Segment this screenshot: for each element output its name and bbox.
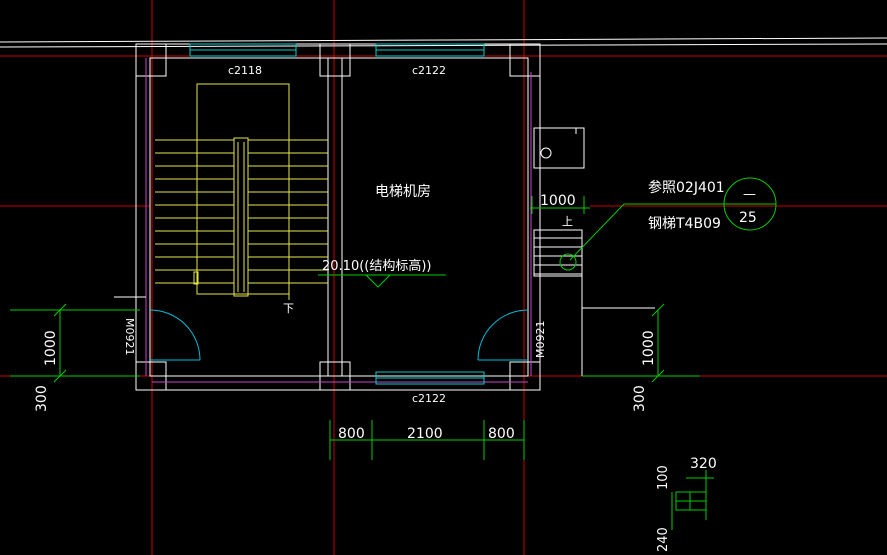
inner-wall <box>149 57 529 377</box>
detail-top: — <box>743 187 756 202</box>
dim-detail-width: 320 <box>690 456 717 472</box>
ladder-mark <box>559 253 577 271</box>
dim-right-height: 1000 <box>641 330 657 366</box>
door-left-swing <box>149 309 201 361</box>
top-outline <box>0 37 887 48</box>
dim-right-offset: 300 <box>632 385 648 412</box>
elevation-label: 20.10((结构标高)) <box>322 258 432 274</box>
column-bm <box>319 361 351 391</box>
ladder-outline <box>533 229 583 277</box>
dim-left-offset: 300 <box>34 385 50 412</box>
column-tr <box>509 43 541 77</box>
interior-lines <box>145 58 532 383</box>
stair-marker <box>193 271 199 285</box>
stair-well <box>233 137 249 297</box>
dim-seg-left: 800 <box>338 426 365 442</box>
dim-left-height: 1000 <box>43 330 59 366</box>
right-annex <box>114 127 655 376</box>
column-tm <box>319 43 351 77</box>
equipment-circle <box>540 147 552 159</box>
walls <box>135 43 541 391</box>
dim-ladder-width: 1000 <box>540 193 576 209</box>
stair-landing <box>196 83 290 295</box>
column-tl <box>135 43 167 77</box>
dimension-lines <box>10 196 714 530</box>
ref-line1: 参照02J401 <box>648 179 725 196</box>
window-top-left-label: c2118 <box>228 64 262 77</box>
dim-detail-height-top: 100 <box>656 465 671 490</box>
elevation-mark <box>318 274 446 288</box>
door-left-label: M0921 <box>123 318 136 356</box>
window-bottom-label: c2122 <box>412 392 446 405</box>
dim-seg-right: 800 <box>488 426 515 442</box>
door-right-label: M0921 <box>534 321 547 359</box>
stairs <box>155 83 328 300</box>
windows <box>189 43 485 385</box>
column-br <box>509 361 541 391</box>
doors <box>149 309 529 361</box>
stair-down-label: 下 <box>283 302 294 315</box>
detail-callout <box>559 177 777 271</box>
dim-seg-middle: 2100 <box>407 426 443 442</box>
ref-line2: 钢梯T4B09 <box>648 216 721 232</box>
stair-treads <box>155 139 328 284</box>
stair-up-label: 上 <box>562 215 573 228</box>
detail-bottom: 25 <box>739 210 757 226</box>
equipment-box <box>533 127 585 169</box>
dim-detail-height-bottom: 240 <box>656 527 671 552</box>
room-name: 电梯机房 <box>375 184 431 200</box>
ladder-rungs <box>534 237 582 275</box>
window-top-right-label: c2122 <box>412 64 446 77</box>
door-right-swing <box>477 309 529 361</box>
